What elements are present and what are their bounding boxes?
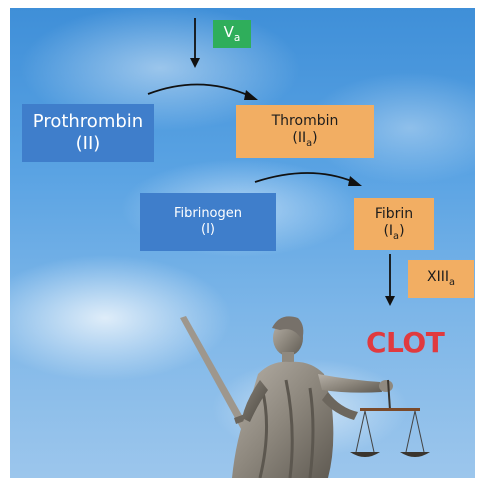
- prothrombin-name: Prothrombin: [32, 111, 144, 133]
- xiiia-label: XIIIa: [427, 269, 455, 289]
- fibrinogen-name: Fibrinogen: [173, 206, 243, 222]
- va-box: Va: [213, 20, 251, 48]
- arrow-fibrinogen-fibrin-icon: [254, 172, 355, 183]
- thrombin-numeral-sub: a: [306, 137, 313, 149]
- arrows: [147, 18, 395, 306]
- va-label: Va: [224, 23, 241, 45]
- fibrinogen-numeral: (I): [201, 222, 215, 237]
- justice-statue-illustration: [147, 18, 430, 478]
- thrombin-box: Thrombin (IIa): [236, 105, 374, 158]
- fibrin-numeral-main: (I: [383, 222, 394, 239]
- fibrin-box: Fibrin (Ia): [354, 198, 434, 250]
- fibrinogen-box: Fibrinogen (I): [140, 193, 276, 251]
- thrombin-numeral: (IIa): [292, 130, 317, 150]
- xiiia-sub: a: [448, 277, 455, 289]
- prothrombin-box: Prothrombin (II): [22, 104, 154, 162]
- thrombin-numeral-main: (II: [292, 130, 307, 147]
- prothrombin-numeral: (II): [75, 133, 101, 154]
- va-main: V: [223, 23, 234, 42]
- fibrin-numeral-sub: a: [393, 230, 400, 242]
- thrombin-numeral-end: ): [312, 130, 318, 147]
- diagram-frame: Va Prothrombin (II) Thrombin (IIa) Fibri…: [10, 8, 475, 478]
- fibrin-name: Fibrin: [374, 205, 414, 222]
- arrow-prothrombin-thrombin-icon: [147, 83, 251, 97]
- fibrin-numeral-end: ): [399, 222, 405, 239]
- clot-label: CLOT: [366, 326, 445, 359]
- statue-figure: [232, 316, 393, 478]
- xiiia-main: XIII: [427, 269, 449, 286]
- va-sub: a: [233, 32, 241, 45]
- xiiia-box: XIIIa: [408, 260, 474, 298]
- scales-icon: [350, 379, 430, 457]
- thrombin-name: Thrombin: [271, 113, 339, 130]
- fibrin-numeral: (Ia): [383, 223, 404, 243]
